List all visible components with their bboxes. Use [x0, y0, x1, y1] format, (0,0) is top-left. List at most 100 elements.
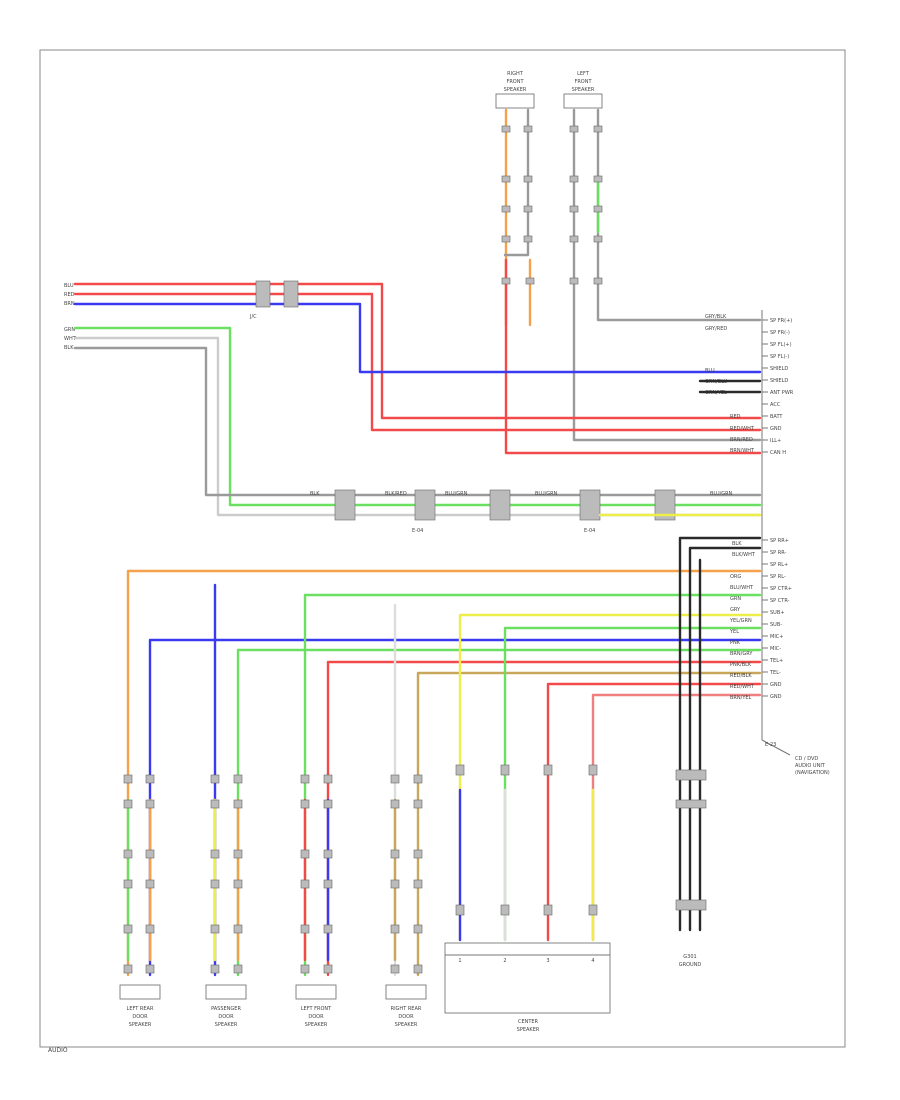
wire-label-u8: BRN/RED: [730, 437, 753, 443]
lead-connector: [390, 849, 400, 859]
lead-connector: [323, 799, 333, 809]
center-lead-connector: [455, 904, 465, 916]
lead-connector: [300, 879, 310, 889]
wire-label-l9: PNK/BLK: [730, 662, 752, 668]
module-pin-lower-3: SP RL+: [770, 562, 788, 568]
center-pin-3: 3: [546, 958, 549, 964]
lead-connector: [233, 924, 243, 934]
lead-connector: [390, 924, 400, 934]
lead-connector: [123, 924, 133, 934]
lead-connector: [300, 849, 310, 859]
left-input-label-1: BLU: [64, 283, 74, 289]
lead-connector: [323, 964, 333, 974]
lead-connector: [300, 964, 310, 974]
lead-connector: [123, 774, 133, 784]
wire-label-u3: BLU: [705, 368, 715, 374]
lead-connector: [233, 774, 243, 784]
corner-code: AUDIO: [48, 1047, 68, 1054]
center-lead-connector: [588, 764, 598, 776]
module-pin-lower-13: GND: [770, 682, 782, 688]
module-code: E-23: [765, 742, 776, 748]
splice-row-label-2: BLK/RED: [385, 491, 407, 497]
lead-connector: [123, 799, 133, 809]
module-pin-lower-11: TEL+: [769, 658, 783, 664]
module-pin-lower-7: SUB+: [770, 610, 784, 616]
center-speaker: 1 2 3 4 CENTER SPEAKER: [444, 942, 611, 1033]
lead-connector: [123, 879, 133, 889]
lead-connector: [123, 964, 133, 974]
top-speaker-right-label-2: FRONT: [506, 79, 524, 85]
lead-connector: [300, 799, 310, 809]
lead-connector: [300, 924, 310, 934]
lead-connector: [210, 799, 220, 809]
lead-connector: [145, 799, 155, 809]
center-pin-2: 2: [503, 958, 506, 964]
left-input-label-3: BRN: [64, 301, 75, 307]
left-input-splice-label: J/C: [249, 314, 257, 320]
splice-row-label-4: BLU/GRN: [535, 491, 558, 497]
wire-label-l7: PNK: [730, 640, 741, 646]
wire-label-l5: YEL/GRN: [729, 618, 752, 624]
lead-connector: [413, 924, 423, 934]
top-speaker-left-label-2: FRONT: [574, 79, 592, 85]
splice-row-label-5: BLU/GRN: [710, 491, 733, 497]
splice-row-label-3: BLU/GRN: [445, 491, 468, 497]
center-lead-connector: [500, 764, 510, 776]
center-lead-connector: [588, 904, 598, 916]
ground-label-1: G301: [683, 954, 696, 960]
bottom-speaker-3-label-3: SPEAKER: [305, 1022, 328, 1028]
lead-connector: [233, 879, 243, 889]
module-label-2: AUDIO UNIT: [795, 763, 826, 769]
top-speaker-right-label-3: SPEAKER: [504, 87, 527, 93]
bottom-speaker-4-label-1: RIGHT REAR: [391, 1006, 422, 1012]
module-pin-lower-9: MIC+: [770, 634, 783, 640]
bottom-speaker-3-label-1: LEFT FRONT: [301, 1006, 332, 1012]
module-pin-upper-2: SP FR(-): [770, 330, 790, 336]
bottom-speaker-2-label-3: SPEAKER: [215, 1022, 238, 1028]
lead-connector: [233, 849, 243, 859]
wire-label-l2: BLU/WHT: [730, 585, 754, 591]
center-lead-connector: [543, 904, 553, 916]
lead-connector: [323, 924, 333, 934]
center-pin-4: 4: [591, 958, 594, 964]
bottom-speaker-2: PASSENGER DOOR SPEAKER: [205, 984, 247, 1028]
lead-connector: [210, 964, 220, 974]
top-speaker-leads: [501, 108, 762, 455]
ground-wire-label-1: BLK: [732, 541, 742, 547]
module-pin-upper-9: BATT: [770, 414, 783, 420]
left-input-label-5: WHT: [64, 336, 77, 342]
module-pin-lower-1: SP RR+: [770, 538, 789, 544]
module-label-3: (NAVIGATION): [795, 770, 830, 776]
lower-wire-labels: ORG BLU/WHT GRN GRY YEL/GRN YEL PNK BRN/…: [729, 574, 755, 701]
upper-wire-labels: GRY/BLK GRY/RED BLU GRN/BLU GRN/YEL RED …: [698, 314, 762, 454]
lead-connector: [413, 879, 423, 889]
left-input-label-4: GRN: [64, 327, 75, 333]
module-pin-lower-12: TEL-: [769, 670, 781, 676]
lead-connector: [300, 774, 310, 784]
module-pin-upper-7: ANT PWR: [770, 390, 794, 396]
ground-label-2: GROUND: [679, 962, 702, 968]
ground-wire-label-2: BLK/WHT: [732, 552, 756, 558]
top-speaker-left: LEFT FRONT SPEAKER: [563, 71, 603, 109]
lead-connector: [233, 964, 243, 974]
bottom-speaker-2-label-1: PASSENGER: [211, 1006, 241, 1012]
module-pin-lower-8: SUB-: [770, 622, 782, 628]
lead-connector: [390, 879, 400, 889]
module-label-1: CD / DVD: [795, 756, 818, 762]
lead-connector: [413, 774, 423, 784]
module-pin-upper-6: SHIELD: [770, 378, 788, 384]
lead-connector: [145, 924, 155, 934]
wire-label-l3: GRN: [730, 596, 741, 602]
center-lead-connector: [500, 904, 510, 916]
lead-connector: [413, 799, 423, 809]
bottom-speaker-3: LEFT FRONT DOOR SPEAKER: [295, 984, 337, 1028]
bottom-speaker-1-label-2: DOOR: [132, 1014, 148, 1020]
module-pin-upper-12: CAN H: [770, 450, 786, 456]
lead-connector: [145, 964, 155, 974]
lead-connector: [233, 799, 243, 809]
left-input-label-2: RED: [64, 292, 75, 298]
lead-connector: [145, 774, 155, 784]
wire-label-l10: RED/BLK: [730, 673, 752, 679]
lead-connector: [413, 964, 423, 974]
